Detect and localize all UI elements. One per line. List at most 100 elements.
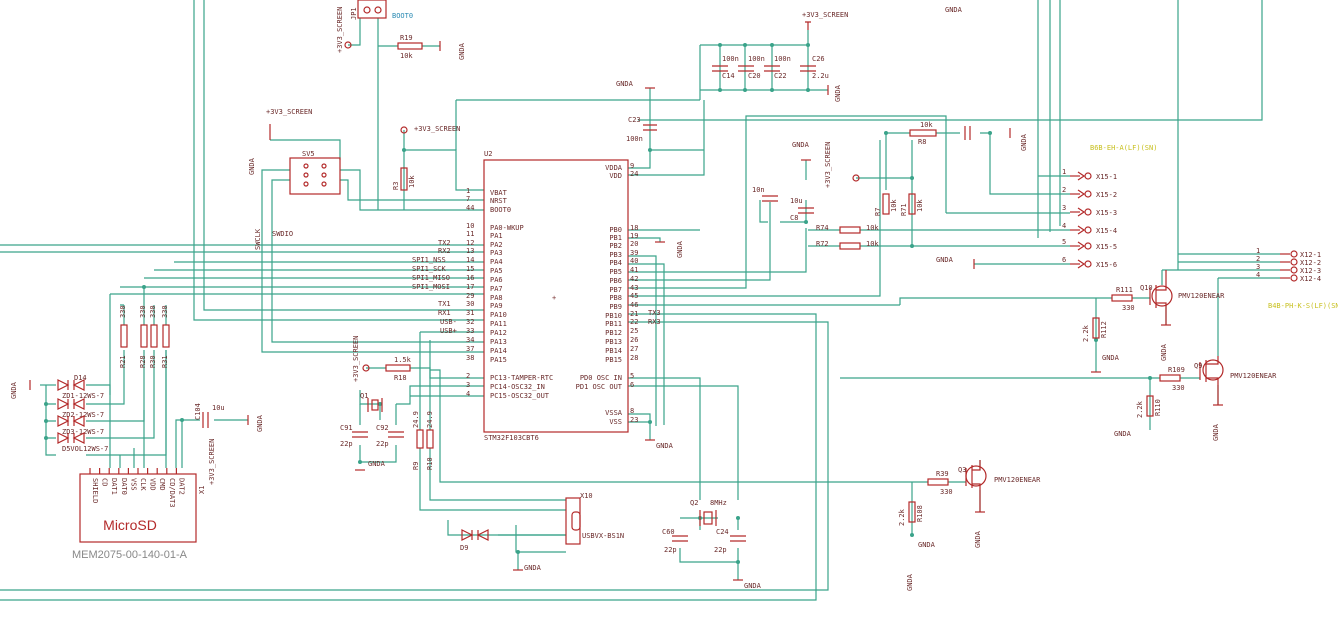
cap-c104[interactable]: C104 10u [194,403,225,428]
svg-text:10u: 10u [212,404,225,412]
cap-c9[interactable]: 10u C8 [790,197,814,222]
svg-text:330: 330 [1172,384,1185,392]
resistor-usb-b[interactable]: R10 24.9 [426,411,434,470]
cap-c91[interactable]: C91 22p [340,424,368,448]
mcu-pin-num: 41 [630,266,638,274]
cap-c1[interactable]: 10n [752,186,778,202]
svg-text:10k: 10k [408,175,416,188]
mcu-pin-name: PA10 [490,311,507,319]
crystal-q2[interactable]: Q2 8MHz [690,499,727,526]
led[interactable]: D5VOL12WS-7 [57,432,108,453]
led-resistor-ref: R28 [139,355,147,368]
mcu-pin-name: PA5 [490,267,503,275]
resistor-r71[interactable]: R71 10k [900,193,924,216]
mcu-pin-num: 18 [630,224,638,232]
mcu-pin-num: 4 [466,390,470,398]
mcu-pin-name: PA7 [490,285,503,293]
resistor-r8[interactable]: 10k R8 [909,121,937,146]
mcu-pin-name: PD0 OSC IN [580,374,622,382]
mosfet-q10[interactable]: Q10 PMV120ENEAR [1140,270,1225,325]
diode-d9[interactable]: D9 [460,529,489,552]
header-sv5[interactable]: SV5 [289,150,341,195]
cap-c23[interactable]: C23 100n [626,116,657,143]
svg-text:GNDA: GNDA [368,460,386,468]
resistor-r108[interactable]: 2.2k R108 [898,501,924,526]
jumper-jp1[interactable]: JP1 [350,0,387,20]
resistor-r39[interactable]: R39 330 [927,470,953,496]
led[interactable]: ZD1-12WS-7 [57,379,104,400]
mosfet-q3[interactable]: Q3 PMV120ENEAR [958,460,1041,512]
svg-text:+3V3_SCREEN: +3V3_SCREEN [266,108,312,116]
svg-text:+3V3_SCREEN: +3V3_SCREEN [802,11,848,19]
svg-text:C104: C104 [194,403,202,420]
led[interactable]: ZD3-12WS-7 [57,415,104,436]
led-array[interactable]: D14 ZD1-12WS-7ZD2-12WS-7ZD3-12WS-7D5VOL1… [57,374,108,453]
gnda-sv5: GNDA [248,157,256,175]
cap-c92[interactable]: C92 22p [376,424,404,448]
connector-x15[interactable]: B6B-EH-A(LF)(SN) 1X15-12X15-23X15-34X15-… [1062,144,1157,269]
svg-text:C14: C14 [722,72,735,80]
resistor-r7[interactable]: R7 10k [874,193,898,216]
cap-c-r8[interactable] [964,126,971,140]
resistor-r112[interactable]: 2.2k R112 [1082,317,1108,342]
mcu-pin-num: 22 [630,318,638,326]
svg-text:R19: R19 [400,34,413,42]
resistor-r74[interactable]: R74 10k [816,224,879,234]
gnda-c-right: GNDA [1009,128,1028,151]
led-resistor-value: 330 [149,305,157,318]
mcu-pin-num: 42 [630,275,638,283]
svg-text:10k: 10k [920,121,933,129]
resistor-r110[interactable]: 2.2k R110 [1136,395,1162,418]
led-ref: D14 [74,374,87,382]
mosfet-q9[interactable]: Q9 PMV120ENEAR [1194,356,1277,405]
svg-text:R10: R10 [426,457,434,470]
cap-c60[interactable]: C60 22p [662,528,688,554]
svg-text:GNDA: GNDA [616,80,634,88]
junctions [44,43,1152,564]
resistor-usb-a[interactable]: R9 24.9 [412,411,424,470]
svg-text:GNDA: GNDA [248,157,256,175]
cap-c24[interactable]: C24 22p [714,528,746,554]
mcu-pin-num: 3 [466,381,470,389]
led[interactable]: ZD2-12WS-7 [57,398,104,419]
crystal-q1[interactable]: Q1 [360,392,383,412]
led-part: ZD3-12WS-7 [62,428,104,436]
resistor-r111[interactable]: R111 330 [1111,286,1135,312]
mcu-pin-num: 9 [630,162,634,170]
svg-text:SV5: SV5 [302,150,315,158]
usb-connector-x10[interactable]: X10 USBVX-BS1N [565,492,624,545]
mcu-pin-num: 20 [630,240,638,248]
resistor-r19[interactable]: R19 10k [397,34,423,60]
svg-text:R108: R108 [916,505,924,522]
resistor-r109[interactable]: R109 330 [1159,366,1185,392]
resistor-r18[interactable]: 1.5k R18 [385,356,412,382]
x12-pin-label: X12-2 [1300,259,1321,267]
x15-pin-num: 4 [1062,222,1066,230]
v3-screen-r3: +3V3_SCREEN [400,125,460,134]
resistor-r72[interactable]: R72 10k [816,240,879,250]
x12-pin-num: 1 [1256,247,1260,255]
svg-text:+3V3_SCREEN: +3V3_SCREEN [824,142,832,188]
svg-text:10k: 10k [400,52,413,60]
resistor-r3[interactable]: R3 10k [392,167,416,191]
